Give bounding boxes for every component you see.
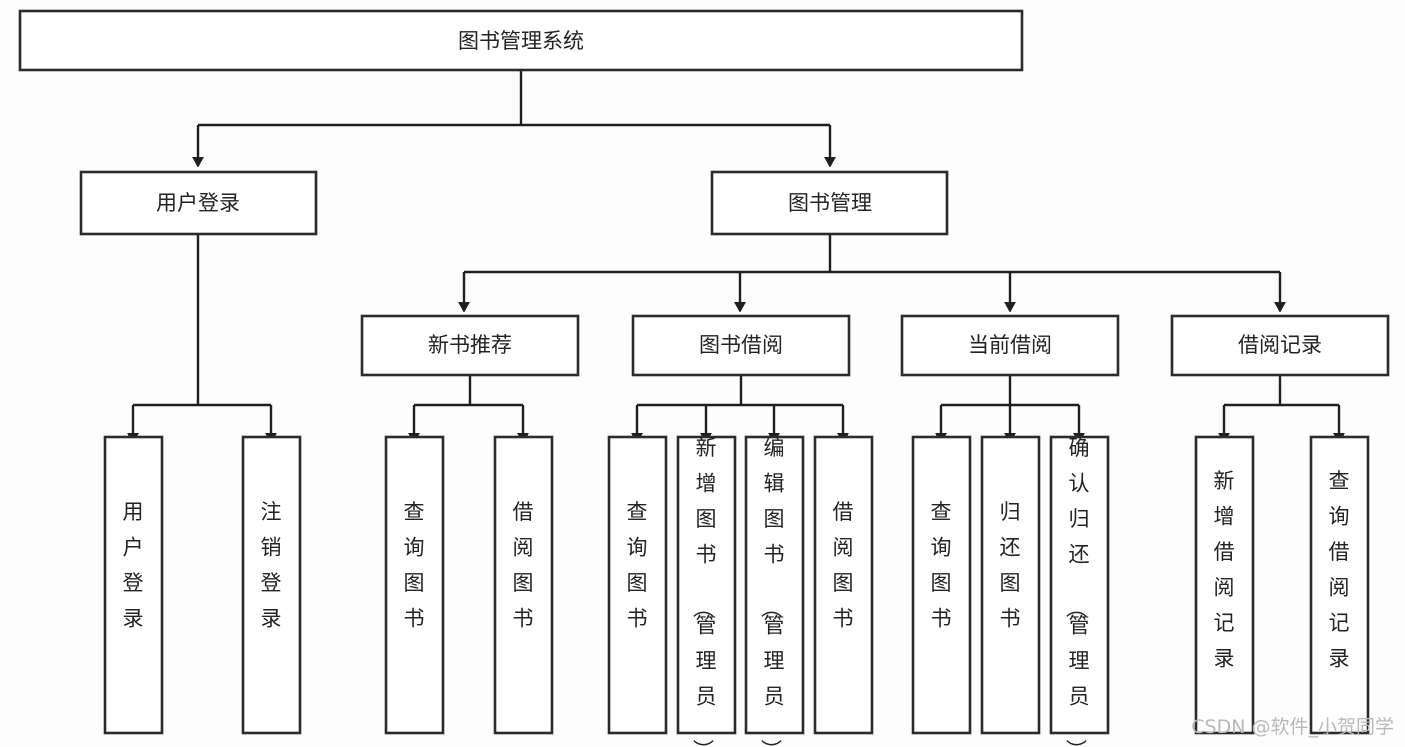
node-current-borrow-label: 当前借阅 [968, 333, 1052, 357]
leaf-book-borrow-3[interactable]: 编辑图书（管理员） [744, 435, 805, 747]
leaf-new-book-2[interactable]: 借阅图书 [493, 435, 554, 735]
node-book-manage-label: 图书管理 [788, 191, 872, 215]
node-root[interactable]: 图书管理系统 [18, 9, 1024, 72]
leaf-book-borrow-1[interactable]: 查询图书 [607, 435, 668, 735]
node-user-login-box[interactable] [79, 170, 318, 236]
leaf-user-login-1-box[interactable] [103, 435, 164, 735]
leaf-user-login-1[interactable]: 用户登录 [103, 435, 164, 735]
leaf-borrow-record-1-box[interactable] [1194, 435, 1255, 735]
leaf-current-borrow-3-label: 确认归还（管理员） [1064, 436, 1090, 747]
leaf-current-borrow-3[interactable]: 确认归还（管理员） [1049, 435, 1110, 747]
node-current-borrow[interactable]: 当前借阅 [900, 314, 1120, 377]
node-book-manage-box[interactable] [710, 170, 949, 236]
leaf-borrow-record-2-box[interactable] [1309, 435, 1370, 735]
leaf-current-borrow-2-box[interactable] [980, 435, 1041, 735]
leaf-book-borrow-1-box[interactable] [607, 435, 668, 735]
leaf-borrow-record-2-label: 查询借阅记录 [1329, 469, 1350, 671]
node-user-login[interactable]: 用户登录 [79, 170, 318, 236]
node-new-book-recommend-label: 新书推荐 [428, 333, 512, 357]
node-new-book-recommend-box[interactable] [360, 314, 580, 377]
leaf-new-book-1[interactable]: 查询图书 [384, 435, 445, 735]
leaf-book-borrow-4[interactable]: 借阅图书 [813, 435, 874, 735]
node-book-borrow-box[interactable] [631, 314, 851, 377]
leaf-book-borrow-2[interactable]: 新增图书（管理员） [676, 435, 737, 747]
node-book-borrow-label: 图书借阅 [699, 333, 783, 357]
node-current-borrow-box[interactable] [900, 314, 1120, 377]
connector-layer [133, 70, 1339, 434]
node-book-manage[interactable]: 图书管理 [710, 170, 949, 236]
node-user-login-label: 用户登录 [156, 191, 240, 215]
leaf-new-book-1-box[interactable] [384, 435, 445, 735]
leaf-book-borrow-3-label: 编辑图书（管理员） [759, 436, 785, 747]
leaf-book-borrow-4-box[interactable] [813, 435, 874, 735]
watermark-label: CSDN @软件_小贺同学 [1191, 716, 1394, 738]
leaf-current-borrow-1-box[interactable] [911, 435, 972, 735]
leaf-current-borrow-1[interactable]: 查询图书 [911, 435, 972, 735]
leaf-current-borrow-3-box[interactable] [1049, 435, 1110, 735]
leaf-user-login-2-box[interactable] [241, 435, 302, 735]
leaf-new-book-1-label: 查询图书 [404, 500, 425, 631]
leaf-new-book-2-box[interactable] [493, 435, 554, 735]
leaf-book-borrow-2-box[interactable] [676, 435, 737, 735]
leaf-current-borrow-1-label: 查询图书 [931, 500, 952, 631]
leaf-book-borrow-4-label: 借阅图书 [833, 500, 854, 631]
node-new-book-recommend[interactable]: 新书推荐 [360, 314, 580, 377]
leaf-borrow-record-1-label: 新增借阅记录 [1214, 469, 1235, 671]
node-book-borrow[interactable]: 图书借阅 [631, 314, 851, 377]
node-borrow-record-label: 借阅记录 [1238, 333, 1322, 357]
leaf-current-borrow-2[interactable]: 归还图书 [980, 435, 1041, 735]
node-root-box[interactable] [18, 9, 1024, 72]
leaf-borrow-record-1[interactable]: 新增借阅记录 [1194, 435, 1255, 735]
leaf-user-login-1-label: 用户登录 [123, 500, 144, 631]
leaf-book-borrow-2-label: 新增图书（管理员） [691, 436, 717, 747]
leaf-new-book-2-label: 借阅图书 [513, 500, 534, 631]
leaf-book-borrow-3-box[interactable] [744, 435, 805, 735]
leaf-current-borrow-2-label: 归还图书 [1000, 500, 1021, 631]
leaf-borrow-record-2[interactable]: 查询借阅记录 [1309, 435, 1370, 735]
node-borrow-record-box[interactable] [1170, 314, 1390, 377]
leaf-book-borrow-1-label: 查询图书 [627, 500, 648, 631]
leaf-user-login-2-label: 注销登录 [261, 500, 282, 631]
leaf-user-login-2[interactable]: 注销登录 [241, 435, 302, 735]
node-borrow-record[interactable]: 借阅记录 [1170, 314, 1390, 377]
node-root-label: 图书管理系统 [458, 29, 584, 53]
